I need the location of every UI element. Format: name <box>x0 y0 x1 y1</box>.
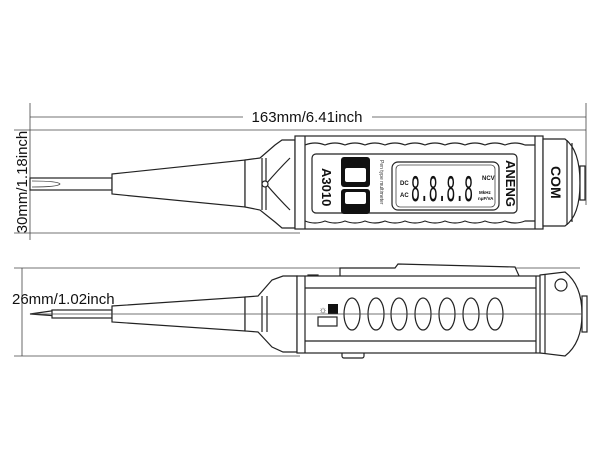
select-button[interactable]: SEL <box>341 189 370 214</box>
power-button-label: ⏻/♨ <box>347 159 364 168</box>
grip-ovals <box>343 297 504 331</box>
power-button[interactable]: ⏻/♨ <box>341 157 370 187</box>
lcd-indicator-dc: DC <box>400 181 409 187</box>
com-label: COM <box>548 166 564 199</box>
probe-tip <box>29 177 113 191</box>
lcd-display: DC AC 8.8.8.8 NCV MkHz nμF/VA <box>391 161 500 211</box>
hold-indicator: H <box>328 304 338 315</box>
top-view: A3010 ⏻/♨ SEL Pen type multimeter DC AC … <box>29 135 586 230</box>
top-width-dimension: 30mm/1.18inch <box>14 129 586 234</box>
subtitle-label: Pen type multimeter <box>378 160 384 205</box>
probe-collar <box>244 139 296 229</box>
lcd-indicator-ac: AC <box>400 193 409 199</box>
probe-cone <box>111 159 246 208</box>
hold-label: H <box>330 306 336 315</box>
lcd-indicator-units: nμF/VA <box>478 196 494 201</box>
brand-logo: ANENG <box>503 160 518 207</box>
top-width-label: 30mm/1.18inch <box>14 131 31 234</box>
length-dimension: 163mm/6.41inch <box>29 103 587 240</box>
lcd-indicator-ncv: NCV <box>482 176 495 182</box>
lcd-digits: 8.8.8.8 <box>411 170 473 210</box>
lanyard-hole <box>554 278 568 292</box>
lcd-indicator-hz: MkHz <box>479 190 492 195</box>
side-view: ☼ H <box>29 263 588 359</box>
length-label: 163mm/6.41inch <box>252 109 363 126</box>
model-label: A3010 <box>319 168 334 206</box>
hold-button[interactable] <box>317 316 338 327</box>
backlight-icon: ☼ <box>318 305 327 316</box>
side-width-label: 26mm/1.02inch <box>12 291 115 308</box>
select-button-label: SEL <box>347 205 363 214</box>
